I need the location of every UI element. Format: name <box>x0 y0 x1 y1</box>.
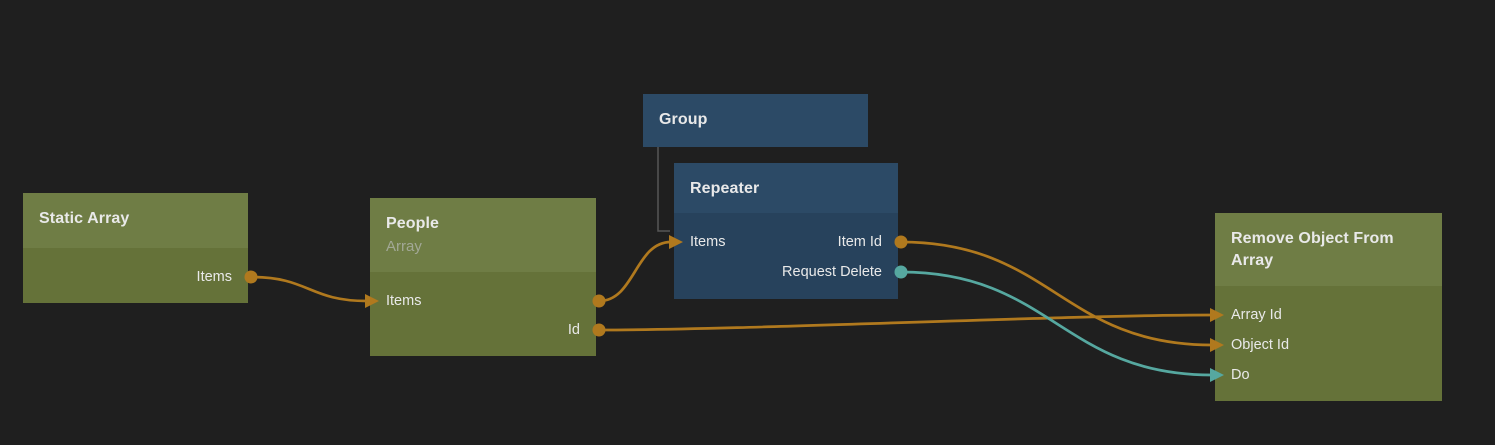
node-header[interactable]: Repeater <box>674 163 898 213</box>
port-items-input[interactable]: Items <box>386 293 422 309</box>
port-object-id-input[interactable]: Object Id <box>1231 337 1290 353</box>
port-item-id-output[interactable]: Item Id <box>837 234 882 250</box>
node-title: People <box>386 215 440 232</box>
node-header[interactable]: Remove Object From Array <box>1215 213 1442 286</box>
port-id-output[interactable]: Id <box>567 322 580 338</box>
node-title: Repeater <box>690 180 760 197</box>
connection-wire-repeater.item-id-to-remove-object-from-array.object-id[interactable] <box>900 240 1213 347</box>
connection-wire-repeater.request-delete-to-remove-object-from-array.do[interactable] <box>900 270 1213 377</box>
port-array-id-input[interactable]: Array Id <box>1231 307 1282 323</box>
node-group[interactable]: Group <box>643 94 868 147</box>
connection-wire-people.items-to-repeater.items[interactable] <box>598 240 672 303</box>
node-header[interactable]: Static Array <box>23 193 248 248</box>
port-items-output[interactable]: Items <box>196 269 232 285</box>
group-child-link <box>657 147 670 232</box>
node-title: Static Array <box>39 210 130 227</box>
node-title: Remove Object From Array <box>1231 230 1394 269</box>
port-request-delete-output[interactable]: Request Delete <box>782 264 882 280</box>
node-subtitle: Array <box>386 238 422 255</box>
node-header[interactable]: Group <box>643 94 868 147</box>
connection-wire-static-array.items-to-people.items[interactable] <box>250 275 368 303</box>
connection-wire-people.id-to-remove-object-from-array.array-id[interactable] <box>598 313 1213 332</box>
port-items-input[interactable]: Items <box>690 234 726 250</box>
node-title: Group <box>659 111 708 128</box>
port-do-input[interactable]: Do <box>1231 367 1250 383</box>
